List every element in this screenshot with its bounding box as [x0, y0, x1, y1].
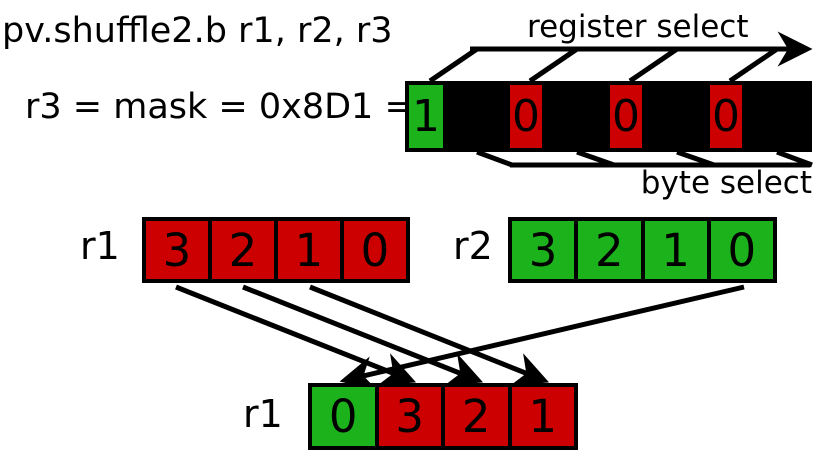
shuffle-arrow-r1-byte1: [309, 284, 550, 386]
cell-value: 2: [461, 390, 491, 443]
mask-bit-value: 0: [712, 91, 740, 142]
mask-bit-value: 0: [612, 91, 640, 142]
register-select-tick-0: [428, 46, 479, 84]
cell-value: 1: [528, 390, 558, 443]
mask-register-select-bit-1: 0: [610, 85, 642, 148]
cell-value: 1: [294, 223, 324, 277]
mask-register-bar: 1 0 0 0: [405, 81, 812, 152]
mask-register-select-bit-2: 0: [510, 85, 542, 148]
mask-bit-value: 0: [512, 91, 540, 142]
register-select-label: register select: [527, 9, 749, 45]
cell-value: 1: [661, 223, 690, 277]
cell-value: 3: [162, 223, 192, 277]
register-cell: 0: [706, 221, 773, 279]
instruction-title: pv.shuffle2.b r1, r2, r3: [2, 11, 393, 51]
register-cell: 2: [574, 221, 641, 279]
register-cell: 3: [374, 387, 441, 446]
register-select-tick-3: [728, 46, 779, 84]
register-cell: 1: [640, 221, 707, 279]
byte-select-label: byte select: [640, 165, 812, 201]
register-cell: 3: [512, 221, 575, 279]
shuffle-arrow-r2-byte0: [339, 284, 745, 391]
register-cell: 0: [340, 221, 406, 279]
register-cell: 2: [441, 387, 508, 446]
register-cell: 0: [312, 387, 375, 446]
mask-equation: r3 = mask = 0x8D1 =: [25, 87, 414, 127]
src1-register: 3 2 1 0: [142, 217, 410, 283]
shuffle-arrow-r1-byte3: [175, 284, 417, 386]
mask-register-select-bit-0: 0: [710, 85, 742, 148]
register-cell: 1: [274, 221, 340, 279]
register-select-tick-2: [628, 46, 679, 84]
src2-register: 3 2 1 0: [508, 217, 777, 283]
src2-register-label: r2: [453, 224, 493, 268]
register-cell: 3: [146, 221, 208, 279]
shuffle-arrow-r1-byte2: [242, 284, 484, 386]
byte-select-tick-0: [476, 149, 513, 168]
register-cell: 2: [208, 221, 274, 279]
register-select-tick-1: [528, 46, 579, 84]
mask-register-select-bit-3: 1: [409, 85, 443, 148]
dest-register-label: r1: [243, 392, 283, 436]
cell-value: 3: [528, 223, 558, 277]
register-cell: 1: [507, 387, 574, 446]
src1-register-label: r1: [80, 224, 120, 268]
cell-value: 0: [727, 223, 757, 277]
cell-value: 3: [395, 390, 425, 443]
dest-register: 0 3 2 1: [308, 383, 578, 450]
cell-value: 0: [360, 223, 390, 277]
mask-bit-value: 1: [412, 91, 440, 142]
cell-value: 2: [228, 223, 258, 277]
cell-value: 2: [595, 223, 624, 277]
cell-value: 0: [328, 390, 358, 443]
